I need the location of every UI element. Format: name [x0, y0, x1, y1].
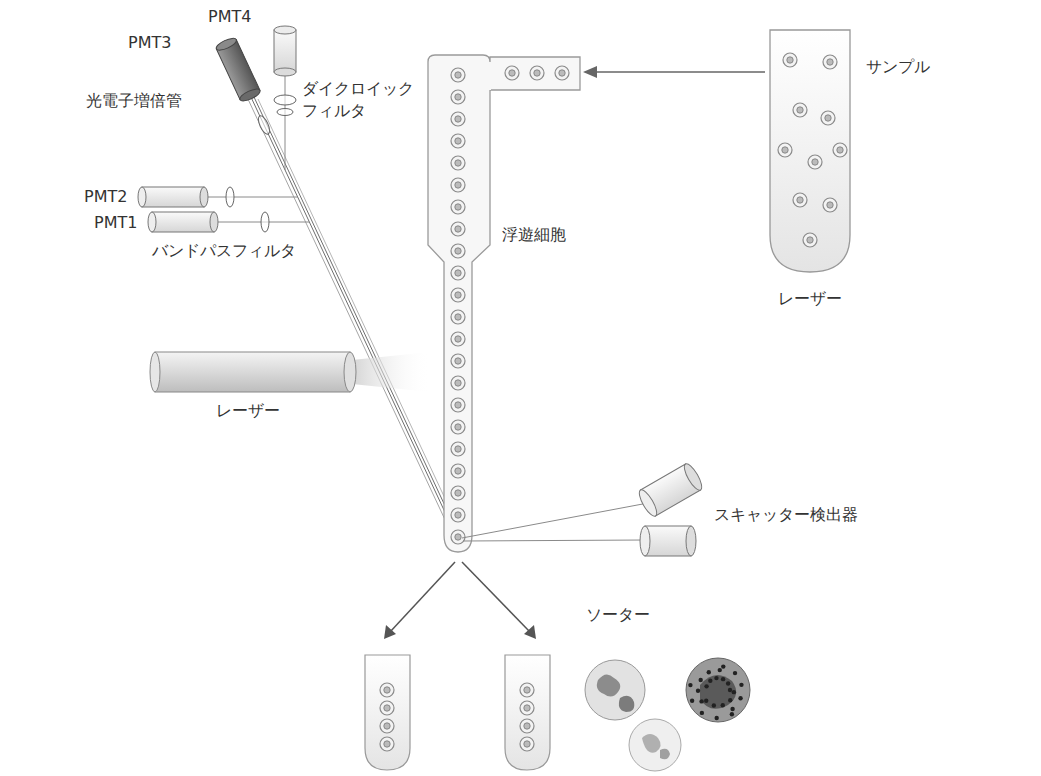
- cell-symbol: [451, 178, 465, 192]
- cell-symbol: [803, 233, 817, 247]
- cell-symbol: [451, 310, 465, 324]
- cell-symbol: [821, 111, 835, 125]
- cell-symbol: [451, 354, 465, 368]
- cell-symbol: [451, 288, 465, 302]
- cell-symbol: [793, 103, 807, 117]
- cell-symbol: [451, 112, 465, 126]
- cell-symbol: [823, 55, 837, 69]
- cell-symbol: [451, 156, 465, 170]
- sorter-label: ソーター: [584, 604, 652, 626]
- cell-symbol: [380, 719, 394, 733]
- granule: [708, 679, 712, 683]
- cell-symbol: [833, 143, 847, 157]
- cell-symbol: [823, 198, 837, 212]
- cell-symbol: [793, 193, 807, 207]
- granule: [714, 676, 718, 680]
- granule: [739, 683, 743, 687]
- granule: [733, 671, 737, 675]
- cell-symbol: [778, 143, 792, 157]
- granule: [730, 707, 734, 711]
- cell-symbol: [451, 90, 465, 104]
- cell-symbol: [451, 332, 465, 346]
- granule: [690, 698, 694, 702]
- filter-label: ダイクロイック フィルタ: [300, 78, 426, 121]
- laser-label: レーザー: [214, 400, 282, 422]
- cell-symbol: [505, 66, 519, 80]
- cell-symbol: [451, 222, 465, 236]
- cell-symbol: [451, 266, 465, 280]
- granule: [714, 716, 718, 720]
- cell-symbol: [451, 508, 465, 522]
- granule: [718, 668, 722, 672]
- detector-label: スキャッター検出器: [712, 504, 860, 526]
- granule: [721, 677, 725, 681]
- granule: [699, 699, 703, 703]
- granule: [721, 703, 725, 707]
- cell-symbol: [520, 719, 534, 733]
- cell-symbol: [520, 737, 534, 751]
- granule: [732, 690, 736, 694]
- cell-symbol: [783, 53, 797, 67]
- detector-label: PMT4: [206, 6, 253, 28]
- cell-symbol: [451, 244, 465, 258]
- cell-symbol: [380, 737, 394, 751]
- granule: [696, 689, 700, 693]
- granule: [699, 678, 703, 682]
- cell-symbol: [451, 200, 465, 214]
- cell-symbol: [451, 68, 465, 82]
- cell-symbol: [451, 486, 465, 500]
- cell-symbol: [380, 683, 394, 697]
- granule: [700, 711, 704, 715]
- cell-symbol: [808, 155, 822, 169]
- granule: [712, 703, 716, 707]
- granule: [704, 699, 708, 703]
- cell-symbol: [451, 398, 465, 412]
- cell-symbol: [451, 530, 465, 544]
- granule: [730, 712, 734, 716]
- cell-symbol: [520, 683, 534, 697]
- cell-label: 浮遊細胞: [500, 224, 568, 246]
- cell-symbol: [520, 701, 534, 715]
- detector-label: PMT3: [126, 32, 173, 54]
- part-label: 光電子増倍管: [84, 90, 184, 112]
- cell-symbol: [555, 66, 569, 80]
- cell-symbol: [451, 420, 465, 434]
- granule: [704, 684, 708, 688]
- cell-symbol: [451, 134, 465, 148]
- granule: [707, 670, 711, 674]
- cell-symbol: [530, 66, 544, 80]
- cell-symbol: [380, 701, 394, 715]
- granule: [728, 688, 732, 692]
- detector-label: PMT2: [82, 186, 129, 208]
- granule: [726, 681, 730, 685]
- cell-symbol: [451, 464, 465, 478]
- cell-symbol: [451, 376, 465, 390]
- granule: [721, 664, 725, 668]
- filter-label: バンドパスフィルタ: [150, 240, 298, 262]
- granule: [728, 698, 732, 702]
- granule: [688, 683, 692, 687]
- part-label: レーザー: [776, 288, 844, 310]
- granule: [738, 696, 742, 700]
- detector-label: PMT1: [92, 212, 139, 234]
- sample-label: サンプル: [864, 56, 932, 78]
- cell-symbol: [451, 442, 465, 456]
